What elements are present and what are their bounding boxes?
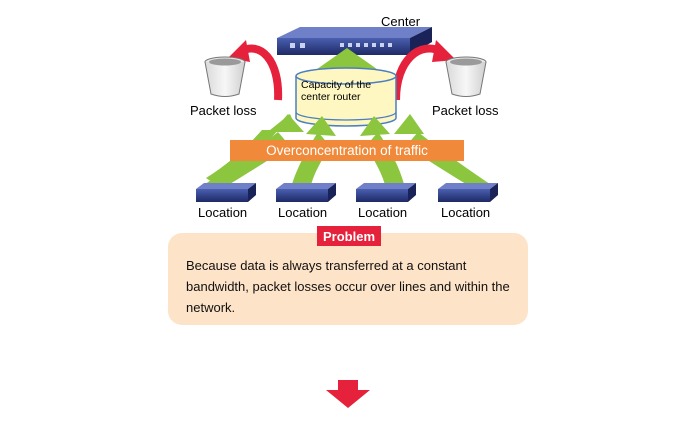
packet-loss-label-left: Packet loss: [190, 103, 257, 118]
packet-loss-arrow-left: [228, 40, 283, 101]
location-label: Location: [198, 205, 248, 220]
trash-bin-icon: [204, 56, 246, 97]
problem-box: [168, 233, 528, 325]
location-label: Location: [278, 205, 328, 220]
location-router-icon: [438, 183, 498, 202]
location-label: Location: [441, 205, 491, 220]
center-router-icon: [277, 27, 432, 55]
problem-badge: Problem: [317, 226, 381, 246]
down-arrow-icon: [326, 380, 370, 408]
capacity-label: Capacity of the center router: [301, 79, 372, 103]
trash-bin-icon: [445, 56, 487, 97]
center-label: Center: [381, 14, 421, 29]
location-router-icon: [276, 183, 336, 202]
problem-description: Because data is always transferred at a …: [186, 258, 510, 315]
overconcentration-banner: Overconcentration of traffic: [230, 140, 464, 161]
location-label: Location: [358, 205, 408, 220]
location-router-icon: [196, 183, 256, 202]
capacity-cylinder: [295, 67, 397, 127]
packet-loss-label-right: Packet loss: [432, 103, 499, 118]
location-router-icon: [356, 183, 416, 202]
